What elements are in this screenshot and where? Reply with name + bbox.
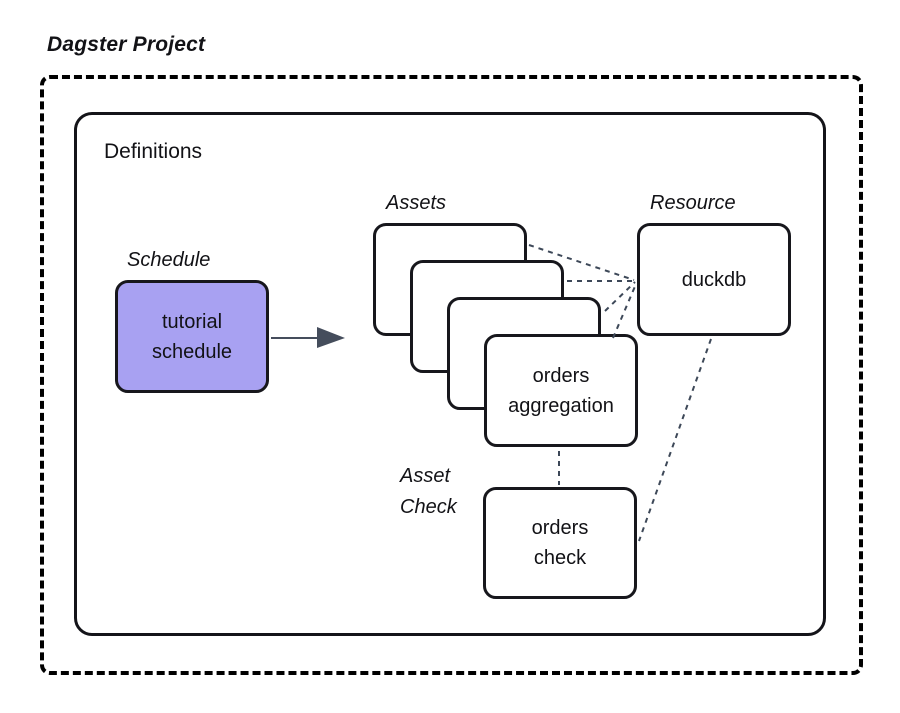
node-orders-check: orders check xyxy=(483,487,637,599)
schedule-group-label: Schedule xyxy=(127,249,211,271)
dagster-project-boundary xyxy=(40,75,863,675)
node-duckdb: duckdb xyxy=(637,223,791,336)
node-tutorial-schedule-label: tutorial schedule xyxy=(151,310,233,363)
definitions-label: Definitions xyxy=(104,140,203,163)
assets-group-label: Assets xyxy=(386,192,447,214)
node-orders-aggregation: orders aggregation xyxy=(484,334,638,447)
resource-group-label: Resource xyxy=(650,192,736,214)
diagram-title: Dagster Project xyxy=(47,33,206,56)
asset-check-group-label: Asset Check xyxy=(400,465,457,518)
node-tutorial-schedule: tutorial schedule xyxy=(115,280,269,393)
node-duckdb-label: duckdb xyxy=(681,268,747,291)
node-orders-check-label: orders check xyxy=(531,517,589,569)
node-orders-aggregation-label: orders aggregation xyxy=(508,364,614,417)
